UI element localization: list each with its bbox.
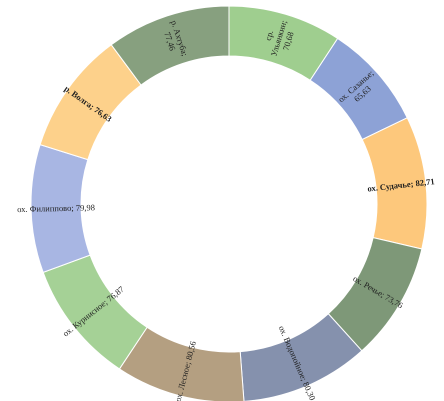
donut-segment-5 xyxy=(239,313,363,401)
donut-segment-10 xyxy=(110,5,230,86)
donut-segment-label-8: ох. Филиппово; 79,98 xyxy=(17,202,95,214)
